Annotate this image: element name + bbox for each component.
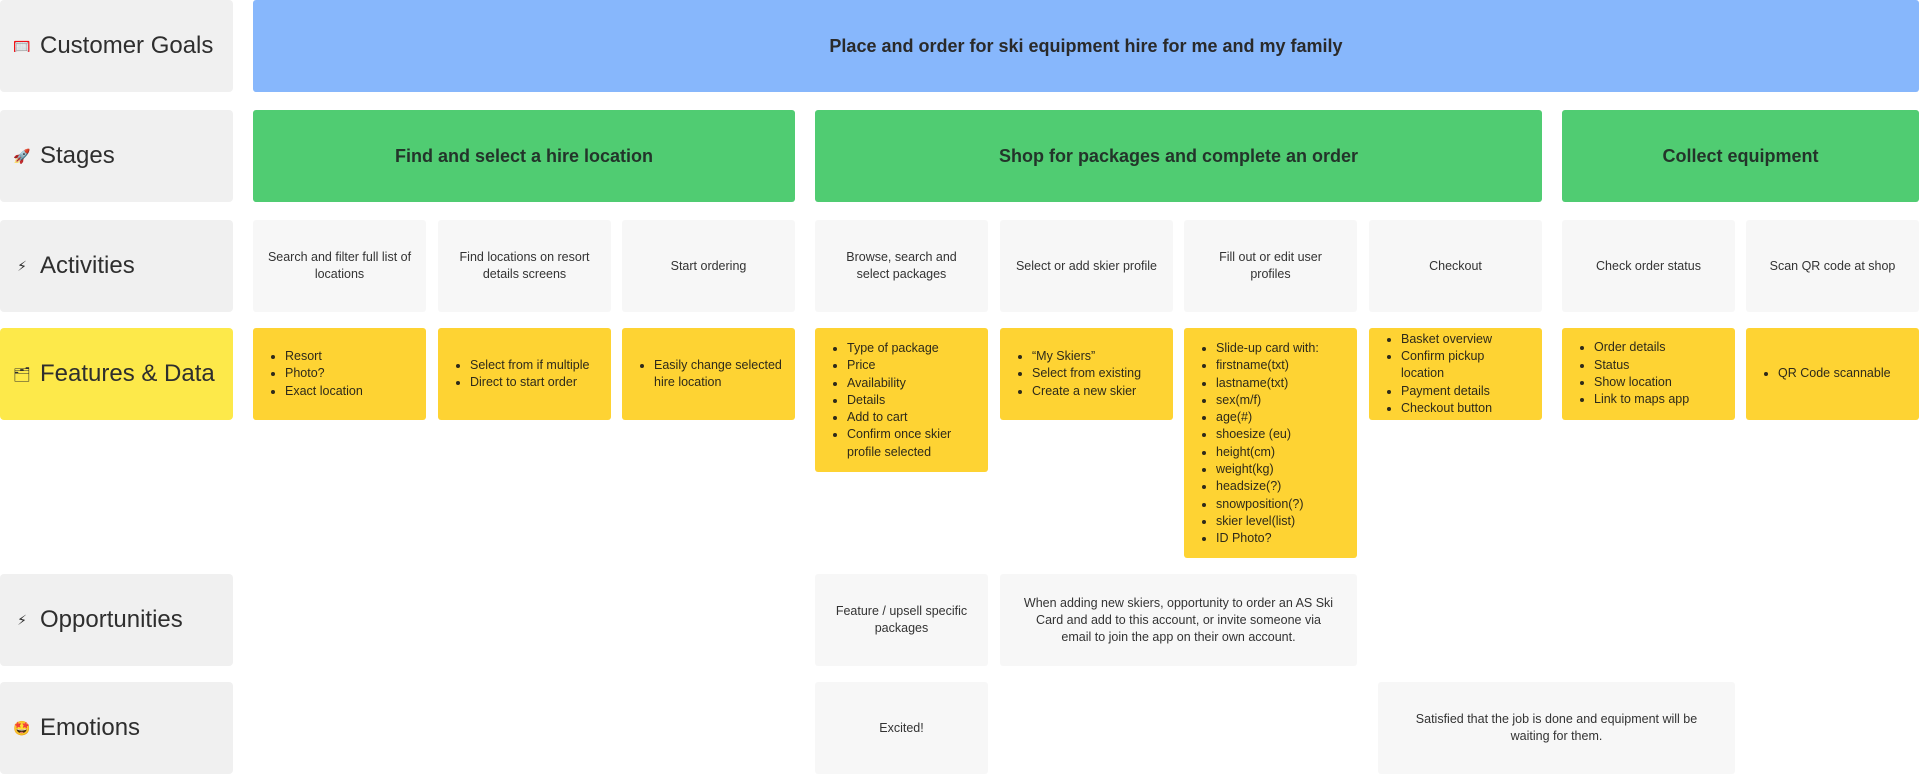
feature-list: Type of package Price Availability Detai… (829, 340, 976, 461)
feature-item: Link to maps app (1579, 391, 1689, 408)
feature-item: ID Photo? (1202, 530, 1319, 547)
feature-item: lastname(txt) (1202, 375, 1319, 392)
activity-card: Check order status (1562, 220, 1735, 312)
row-label-text: Stages (40, 142, 115, 169)
feature-item: Easily change selected hire location (640, 357, 783, 392)
feature-card: Order details Status Show location Link … (1562, 328, 1735, 420)
activity-card: Find locations on resort details screens (438, 220, 611, 312)
row-label-activities: ⚡ Activities (0, 220, 233, 312)
row-label-customer-goals: 🥅 Customer Goals (0, 0, 233, 92)
feature-list: QR Code scannable (1760, 365, 1891, 382)
row-label-stages: 🚀 Stages (0, 110, 233, 202)
feature-item: Select from existing (1017, 365, 1141, 382)
activity-card: Start ordering (622, 220, 795, 312)
emotion-card: Satisfied that the job is done and equip… (1378, 682, 1735, 774)
feature-item: Checkout button (1387, 400, 1530, 417)
lightning-icon: ⚡ (17, 611, 27, 628)
feature-list: Slide-up card with: firstname(txt) lastn… (1198, 340, 1319, 548)
activity-card: Select or add skier profile (1000, 220, 1173, 312)
feature-item: Exact location (271, 383, 363, 400)
rocket-icon: 🚀 (13, 147, 31, 164)
feature-list: Basket overview Confirm pickup location … (1383, 331, 1530, 417)
feature-item: shoesize (eu) (1202, 426, 1319, 443)
row-label-text: Activities (40, 252, 135, 279)
feature-list: “My Skiers” Select from existing Create … (1014, 348, 1141, 400)
feature-list: Select from if multiple Direct to start … (452, 357, 589, 392)
feature-list: Resort Photo? Exact location (267, 348, 363, 400)
lightning-icon: ⚡ (17, 257, 27, 274)
row-label-features-data: 🗂 Features & Data (0, 328, 233, 420)
feature-item: Basket overview (1387, 331, 1530, 348)
feature-card: QR Code scannable (1746, 328, 1919, 420)
feature-item: Type of package (833, 340, 976, 357)
feature-item: age(#) (1202, 409, 1319, 426)
stage-shop-packages: Shop for packages and complete an order (815, 110, 1542, 202)
row-label-text: Emotions (40, 714, 141, 741)
feature-card: Easily change selected hire location (622, 328, 795, 420)
stage-find-location: Find and select a hire location (253, 110, 795, 202)
stage-collect-equipment: Collect equipment (1562, 110, 1919, 202)
activity-card: Search and filter full list of locations (253, 220, 426, 312)
goal-net-icon: 🥅 (13, 37, 31, 54)
feature-item: Payment details (1387, 383, 1530, 400)
feature-item: skier level(list) (1202, 513, 1319, 530)
feature-item: QR Code scannable (1764, 365, 1891, 382)
feature-item: snowposition(?) (1202, 496, 1319, 513)
feature-item: Availability (833, 375, 976, 392)
feature-item: Direct to start order (455, 374, 589, 391)
feature-item: Confirm pickup location (1387, 348, 1530, 383)
feature-card: Slide-up card with: firstname(txt) lastn… (1184, 328, 1357, 558)
feature-list: Easily change selected hire location (636, 357, 783, 392)
feature-card: Resort Photo? Exact location (253, 328, 426, 420)
feature-card: “My Skiers” Select from existing Create … (1000, 328, 1173, 420)
feature-item: Show location (1579, 374, 1689, 391)
customer-goal-banner: Place and order for ski equipment hire f… (253, 0, 1919, 92)
feature-card: Select from if multiple Direct to start … (438, 328, 611, 420)
feature-list: Order details Status Show location Link … (1576, 339, 1689, 408)
feature-item: headsize(?) (1202, 478, 1319, 495)
row-label-emotions: 🤩 Emotions (0, 682, 233, 774)
feature-item: firstname(txt) (1202, 357, 1319, 374)
row-label-opportunities: ⚡ Opportunities (0, 574, 233, 666)
feature-item: “My Skiers” (1017, 348, 1141, 365)
feature-item: Price (833, 357, 976, 374)
feature-item: Add to cart (833, 409, 976, 426)
activity-card: Fill out or edit user profiles (1184, 220, 1357, 312)
feature-item: Slide-up card with: (1202, 340, 1319, 357)
row-label-text: Opportunities (40, 606, 183, 633)
star-struck-icon: 🤩 (13, 719, 31, 736)
feature-card: Basket overview Confirm pickup location … (1369, 328, 1542, 420)
emotion-card: Excited! (815, 682, 988, 774)
card-index-icon: 🗂 (13, 365, 31, 382)
activity-card: Scan QR code at shop (1746, 220, 1919, 312)
feature-item: Resort (271, 348, 363, 365)
feature-item: Confirm once skier profile selected (833, 426, 976, 461)
feature-item: Status (1579, 357, 1689, 374)
feature-card: Type of package Price Availability Detai… (815, 328, 988, 472)
feature-item: Details (833, 392, 976, 409)
opportunity-card: Feature / upsell specific packages (815, 574, 988, 666)
activity-card: Checkout (1369, 220, 1542, 312)
activity-card: Browse, search and select packages (815, 220, 988, 312)
feature-item: Create a new skier (1017, 383, 1141, 400)
feature-item: Photo? (271, 365, 363, 382)
feature-item: weight(kg) (1202, 461, 1319, 478)
opportunity-card: When adding new skiers, opportunity to o… (1000, 574, 1357, 666)
feature-item: Select from if multiple (455, 357, 589, 374)
row-label-text: Features & Data (40, 360, 215, 387)
row-label-text: Customer Goals (40, 32, 214, 59)
feature-item: Order details (1579, 339, 1689, 356)
feature-item: height(cm) (1202, 444, 1319, 461)
feature-item: sex(m/f) (1202, 392, 1319, 409)
